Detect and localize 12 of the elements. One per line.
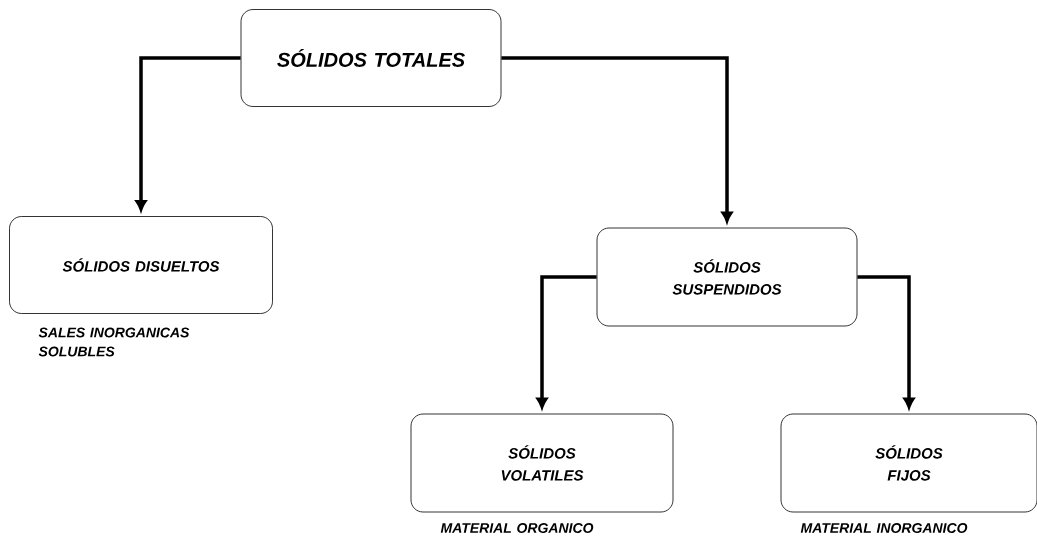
- process-box: SÓLIDOS FIJOS: [780, 413, 1037, 513]
- caption-text: MATERIAL ORGANICO: [440, 523, 594, 533]
- arrow: [536, 275, 597, 409]
- caption-text: MATERIAL INORGANICO: [800, 523, 968, 533]
- process-box: SÓLIDOS VOLATILES: [410, 413, 674, 513]
- process-box: SÓLIDOS TOTALES: [240, 9, 502, 107]
- arrow: [135, 56, 241, 212]
- arrow: [501, 56, 733, 223]
- caption-text: SALES INORGANICAS SOLUBLES: [38, 327, 190, 357]
- process-box: SÓLIDOS DISUELTOS: [9, 216, 273, 314]
- process-box: SÓLIDOS SUSPENDIDOS: [596, 227, 858, 327]
- arrow: [857, 275, 915, 409]
